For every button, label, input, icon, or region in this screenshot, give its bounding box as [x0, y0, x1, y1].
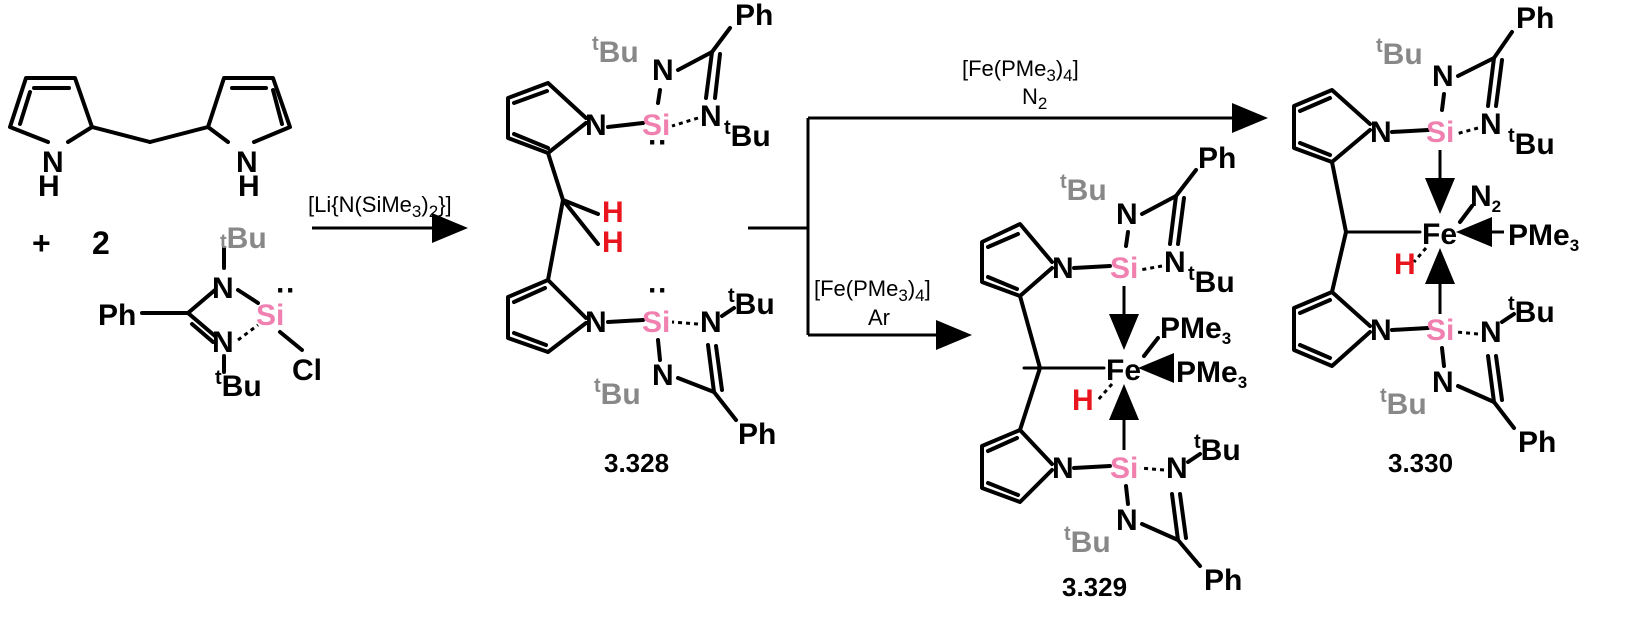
ph-label: Ph [98, 299, 136, 332]
equivalents: 2 [92, 225, 110, 261]
n-label: N [1116, 198, 1138, 231]
gas-label-top: N2 [1022, 84, 1047, 113]
svg-text:tBu: tBu [594, 375, 641, 411]
ph-label: Ph [735, 0, 773, 32]
n-label: N [700, 100, 722, 133]
n-label: N [1432, 60, 1454, 93]
svg-text:tBu: tBu [728, 285, 775, 321]
silicon-label: Si [1110, 452, 1138, 485]
n-label: N [1116, 504, 1138, 537]
hydrogen-label: H [602, 226, 624, 259]
n-label: N [652, 54, 674, 87]
silicon-label: Si [1426, 314, 1454, 347]
compound-number-3-330: 3.330 [1388, 448, 1453, 478]
n-label: N [212, 326, 234, 359]
n-label: N [585, 109, 607, 142]
gas-label-bottom: Ar [868, 305, 890, 330]
n-label: N [585, 306, 607, 339]
pme3-ligand: PMe3 [1508, 219, 1579, 255]
n-label: N [1480, 108, 1502, 141]
svg-text:tBu: tBu [1380, 385, 1427, 421]
compound-3-330: N Si N tBu Ph N tBu Fe N2 PMe3 H N Si [1292, 2, 1579, 478]
silicon-label: Si [1426, 116, 1454, 149]
reaction-arrows-branch: [Fe(PMe3)4] N2 [Fe(PMe3)4] Ar [748, 56, 1268, 350]
silicon-label: Si [256, 299, 284, 332]
svg-text:tBu: tBu [1064, 523, 1111, 559]
n-label: N [1164, 246, 1186, 279]
svg-text:tBu: tBu [1508, 293, 1555, 329]
n-label: N [1480, 316, 1502, 349]
compound-number-3-328: 3.328 [604, 448, 669, 478]
pyrrole-n-label: N [236, 146, 258, 179]
chlorosilylene: + 2 Ph N N tBu tBu Si ·· Cl [32, 222, 322, 403]
n-label: N [700, 306, 722, 339]
silicon-label: Si [1110, 252, 1138, 285]
silicon-label: Si [642, 109, 670, 142]
compound-number-3-329: 3.329 [1062, 572, 1127, 602]
ph-label: Ph [1518, 426, 1556, 459]
ph-label: Ph [1198, 142, 1236, 175]
svg-text:tBu: tBu [1376, 35, 1423, 71]
iron-label: Fe [1106, 354, 1141, 387]
n-label: N [1052, 452, 1074, 485]
svg-text:tBu: tBu [724, 117, 771, 153]
lone-pair: ·· [648, 274, 668, 307]
ph-label: Ph [1516, 2, 1554, 35]
silicon-label: Si [642, 306, 670, 339]
ph-label: Ph [738, 418, 776, 451]
compound-3-329: N Si N tBu Ph N tBu Fe PMe3 PMe3 H N Si [980, 142, 1247, 602]
reagent-label-top: [Fe(PMe3)4] [962, 56, 1079, 85]
svg-text:tBu: tBu [1188, 263, 1235, 299]
dipyrromethane: N H N H [8, 76, 292, 203]
n-label: N [1166, 452, 1188, 485]
pyrrole-h-label: H [238, 170, 260, 203]
svg-text:tBu: tBu [215, 367, 262, 403]
n-label: N [1370, 314, 1392, 347]
chlorine-label: Cl [292, 354, 322, 387]
n2-ligand: N2 [1470, 180, 1501, 216]
iron-label: Fe [1422, 218, 1457, 251]
svg-text:tBu: tBu [1194, 431, 1241, 467]
svg-text:tBu: tBu [1508, 125, 1555, 161]
lone-pair: ·· [276, 274, 296, 307]
pyrrole-h-label: H [38, 170, 60, 203]
pyrrole-n-label: N [42, 146, 64, 179]
svg-text:tBu: tBu [592, 33, 639, 69]
compound-3-328: N Si ·· N tBu Ph N tBu H H N Si ·· N tBu [506, 0, 776, 478]
n-label: N [1370, 116, 1392, 149]
lone-pair: ·· [648, 126, 668, 159]
n-label: N [1052, 252, 1074, 285]
hydride-label: H [1072, 384, 1094, 417]
reaction-arrow-1: [Li{N(SiMe3)2}] [308, 192, 468, 243]
hydride-label: H [1394, 248, 1416, 281]
n-label: N [652, 359, 674, 392]
n-label: N [1432, 366, 1454, 399]
ph-label: Ph [1204, 564, 1242, 597]
hydrogen-label: H [602, 196, 624, 229]
pme3-ligand: PMe3 [1160, 312, 1231, 348]
svg-text:tBu: tBu [220, 222, 267, 255]
plus-sign: + [32, 225, 51, 261]
pme3-ligand: PMe3 [1176, 356, 1247, 392]
reagent-label-bottom: [Fe(PMe3)4] [814, 276, 931, 305]
svg-text:tBu: tBu [1060, 171, 1107, 207]
reagent-label-1: [Li{N(SiMe3)2}] [308, 192, 452, 221]
n-label: N [212, 272, 234, 305]
